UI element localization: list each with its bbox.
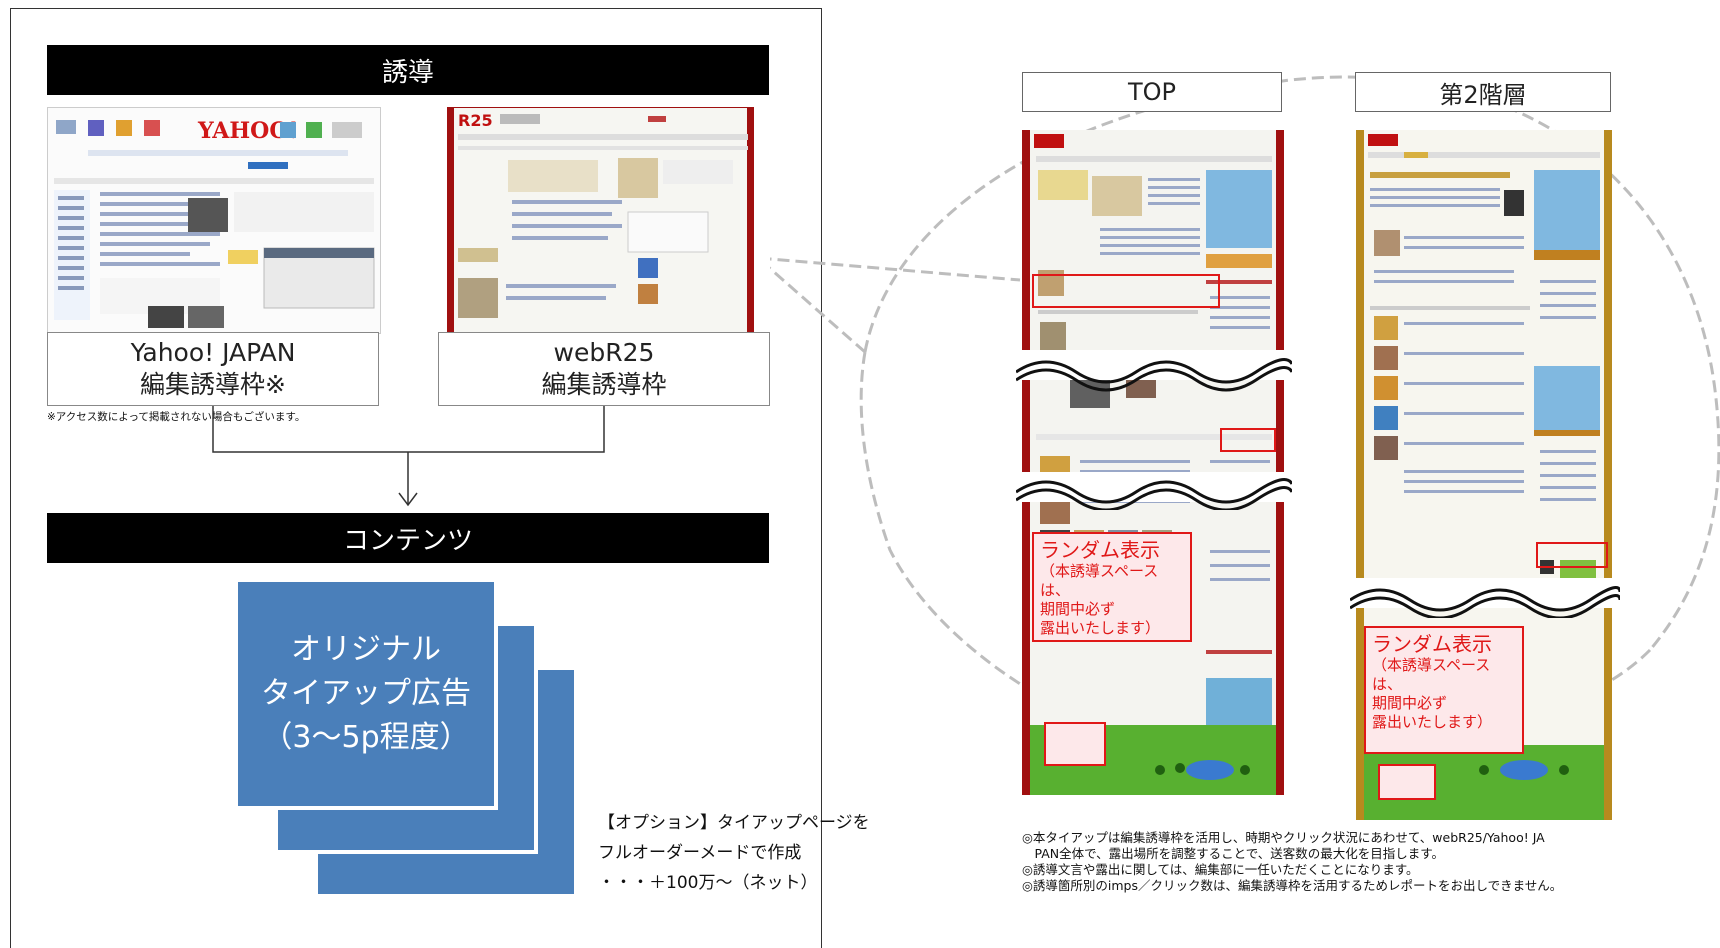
footnote-2: PAN全体で、露出場所を調整することで、送客数の最大化を目指します。 (1022, 846, 1445, 861)
card-line2: タイアップ広告 (261, 676, 471, 711)
left-panel-frame (10, 8, 822, 948)
footnote-1: ◎本タイアップは編集誘導枠を活用し、時期やクリック状況にあわせて、webR25/… (1022, 830, 1545, 845)
second-level-page-break-waves (1350, 578, 1620, 618)
yahoo-screenshot-thumbnail: YAHOO! (47, 107, 381, 334)
option-line3: ・・・＋100万～（ネット） (598, 873, 818, 893)
contents-header: コンテンツ (47, 513, 769, 563)
second-level-random-title: ランダム表示 (1372, 632, 1492, 656)
second-level-random-sub2: 期間中必ず (1372, 694, 1448, 712)
top-random-title: ランダム表示 (1040, 538, 1160, 562)
top-page-break-waves (1016, 350, 1292, 510)
second-level-column-header: 第2階層 (1355, 72, 1611, 112)
second-level-random-display-box: ランダム表示 （本誘導スペースは、 期間中必ず 露出いたします） (1364, 626, 1524, 754)
second-level-highlight-frame-2 (1378, 764, 1436, 800)
top-random-display-box: ランダム表示 （本誘導スペースは、 期間中必ず 露出いたします） (1032, 532, 1192, 642)
footnote-4: ◎誘導箇所別のimps／クリック数は、編集誘導枠を活用するためレポートをお出しで… (1022, 878, 1563, 893)
top-random-sub2: 期間中必ず (1040, 600, 1116, 618)
flow-connector (212, 406, 605, 507)
r25-logo-text: R25 (458, 111, 493, 130)
second-level-highlight-frame-1 (1536, 542, 1608, 568)
yahoo-label-line2: 編集誘導枠※ (140, 370, 286, 399)
webr25-label-line1: webR25 (553, 338, 655, 367)
original-tieup-card: オリジナル タイアップ広告 （3～5p程度） (238, 582, 498, 810)
yahoo-induction-label: Yahoo! JAPAN 編集誘導枠※ (47, 332, 379, 406)
down-arrow-icon (398, 492, 418, 507)
card-line3: （3～5p程度） (262, 720, 470, 755)
second-level-random-sub3: 露出いたします） (1372, 713, 1493, 731)
top-highlight-frame-2 (1220, 428, 1276, 452)
webr25-induction-label: webR25 編集誘導枠 (438, 332, 770, 406)
top-random-sub3: 露出いたします） (1040, 619, 1161, 637)
access-note: ※アクセス数によって掲載されない場合もございます。 (47, 411, 306, 423)
webr25-page-mock-image: R25 (448, 108, 753, 333)
footnotes: ◎本タイアップは編集誘導枠を活用し、時期やクリック状況にあわせて、webR25/… (1022, 830, 1562, 894)
induction-header: 誘導 (47, 45, 769, 95)
top-highlight-frame-1 (1032, 274, 1220, 308)
webr25-screenshot-thumbnail: R25 (447, 107, 754, 334)
yahoo-page-mock-image: YAHOO! (48, 108, 380, 333)
top-random-sub1: （本誘導スペースは、 (1040, 562, 1159, 599)
option-description: 【オプション】タイアップページを フルオーダーメードで作成 ・・・＋100万～（… (598, 808, 870, 898)
second-level-random-sub1: （本誘導スペースは、 (1372, 656, 1491, 693)
webr25-label-line2: 編集誘導枠 (541, 370, 667, 399)
top-highlight-frame-3 (1044, 722, 1106, 766)
option-line2: フルオーダーメードで作成 (598, 843, 802, 863)
top-column-header: TOP (1022, 72, 1282, 112)
yahoo-label-line1: Yahoo! JAPAN (130, 338, 296, 367)
footnote-3: ◎誘導文言や露出に関しては、編集部に一任いただくことになります。 (1022, 862, 1419, 877)
option-line1: 【オプション】タイアップページを (598, 813, 870, 833)
card-line1: オリジナル (291, 632, 441, 667)
